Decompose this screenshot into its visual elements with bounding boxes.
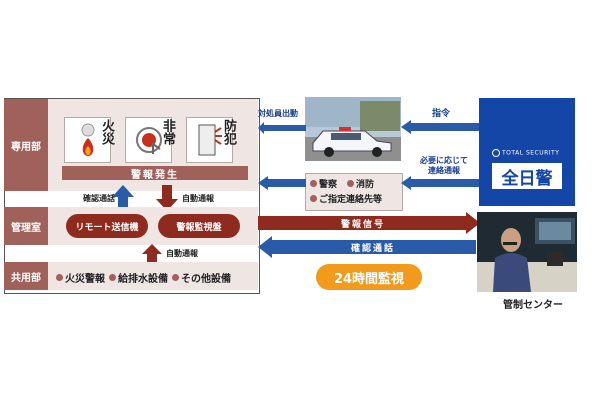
contact-designated: ご指定連絡先等: [319, 195, 383, 205]
row-label-common-text: 共用部: [11, 272, 41, 284]
contact-fire: 消防: [356, 180, 375, 190]
emergency-label: 非常: [160, 119, 175, 145]
bullet-dot: [310, 195, 317, 202]
alarm-monitor-panel-pill: 警報監視盤: [158, 214, 240, 238]
confirm-call-band: 確認通話: [270, 240, 476, 254]
alarm-occurs-text: 警報発生: [131, 169, 179, 181]
contacts-line-2: ご指定連絡先等: [306, 192, 382, 205]
alarm-signal-arrowhead: [466, 212, 480, 234]
bullet-dot: [56, 274, 63, 281]
company-mark-icon: [492, 149, 500, 157]
alarm-signal-band: 警報信号: [258, 216, 468, 230]
burglar-label: 防犯: [221, 119, 236, 145]
fire-alarm-icon: [64, 117, 111, 163]
auto-report-top-label: 自動通報: [182, 194, 214, 203]
order-arrow: [401, 120, 479, 134]
notify-label-line2: 連絡通報: [428, 166, 460, 175]
down-arrow-auto-report: [156, 185, 178, 211]
notify-label-line1: 必要に応じて: [420, 156, 468, 165]
contact-police: 警察: [319, 180, 338, 190]
fire-alarm-label: 火災: [99, 119, 114, 145]
confirm-call-left-label: 確認通話: [83, 194, 115, 203]
contacts-line-1: 警察 消防: [306, 177, 374, 190]
remote-transmitter-pill: リモート送信機: [66, 214, 148, 238]
alarm-occurs-bar: 警報発生: [62, 166, 248, 181]
row-label-private: 専用部: [4, 99, 48, 191]
notify-label: 必要に応じて 連絡通報: [420, 156, 468, 176]
bullet-dot: [109, 274, 116, 281]
auto-report-bottom-label: 自動通報: [166, 249, 198, 258]
row-label-common: 共用部: [4, 262, 48, 290]
emergency-button-icon: [125, 117, 172, 163]
company-tagline: TOTAL SECURITY: [492, 149, 559, 157]
control-center-label: 管制センター: [503, 300, 563, 311]
confirm-call-arrowhead: [258, 236, 272, 258]
common-item-other: その他設備: [181, 274, 231, 285]
common-item-fire-alarm: 火災警報: [65, 274, 105, 285]
common-area-panel: [48, 262, 258, 290]
vertical-arrows-top: [112, 185, 178, 213]
order-label: 指令: [432, 109, 451, 119]
row-label-office: 管理室: [4, 207, 48, 245]
contacts-to-building-arrow: [258, 176, 306, 190]
notify-arrow: [401, 176, 479, 190]
control-center-photo: [477, 212, 577, 292]
contacts-box: [305, 173, 403, 211]
up-arrow-common: [142, 244, 162, 263]
common-item-water: 給排水設備: [118, 274, 168, 285]
row-label-office-text: 管理室: [11, 222, 41, 234]
alarm-monitor-panel-text: 警報監視盤: [176, 222, 222, 233]
remote-transmitter-text: リモート送信機: [75, 222, 139, 233]
bullet-dot: [172, 274, 179, 281]
alarm-signal-text: 警報信号: [340, 219, 385, 230]
company-name-badge: 全日警: [492, 163, 562, 189]
bullet-dot: [347, 180, 355, 187]
confirm-call-right-text: 確認通話: [350, 243, 395, 254]
dispatch-arrow: [258, 122, 306, 134]
intrusion-sensor-icon: [186, 117, 233, 163]
bullet-dot: [310, 180, 317, 187]
monitoring-24h-badge: 24時間監視: [316, 264, 422, 290]
company-name-text: 全日警: [501, 168, 553, 189]
common-items-list: 火災警報 給排水設備 その他設備: [52, 270, 231, 285]
row-label-private-text: 専用部: [11, 141, 41, 153]
up-arrow-confirm: [112, 185, 134, 213]
monitoring-24h-text: 24時間監視: [333, 271, 405, 287]
patrol-car-photo: [305, 97, 401, 161]
dispatch-label: 対処員出動: [258, 109, 298, 118]
company-tagline-text: TOTAL SECURITY: [502, 149, 560, 157]
